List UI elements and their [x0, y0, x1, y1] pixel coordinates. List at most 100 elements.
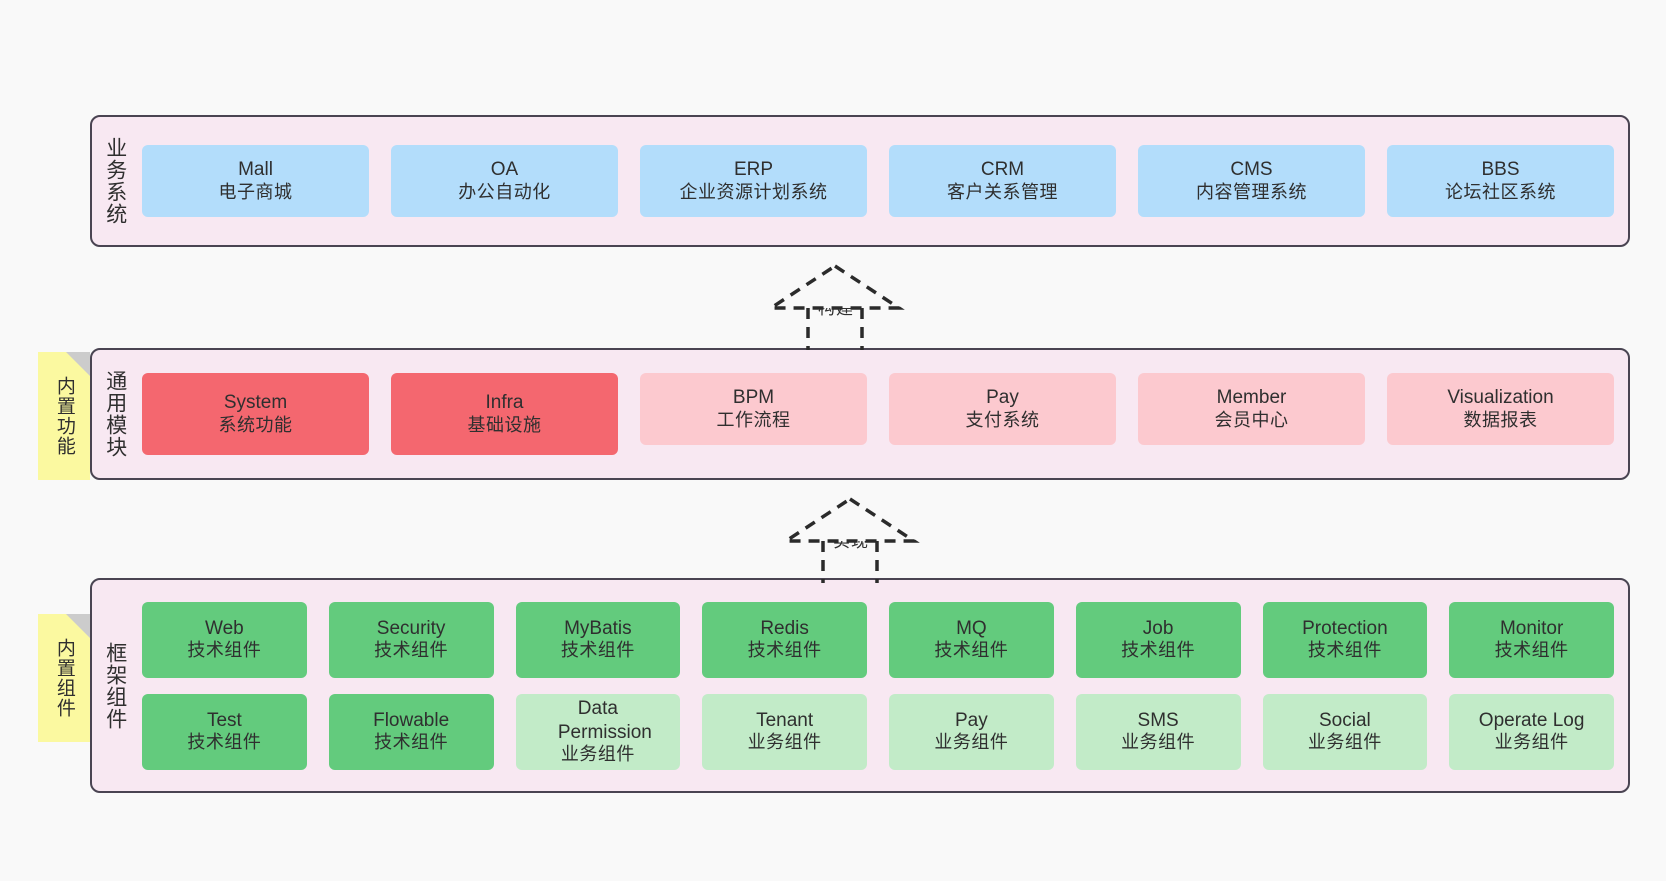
module-desc: 会员中心: [1214, 409, 1289, 430]
module-desc: 技术组件: [374, 640, 449, 661]
module-name: Social: [1319, 709, 1371, 731]
module-desc: 系统功能: [218, 414, 293, 435]
connector-implement-shape: [780, 496, 920, 583]
module-name: Data Permission: [557, 698, 652, 743]
module-card-tenant[interactable]: Tenant 业务组件: [702, 693, 867, 770]
module-card-bbs[interactable]: BBS 论坛社区系统: [1387, 145, 1614, 217]
cell-row: Mall 电子商城 OA 办公自动化 ERP 企业资源计划系统 CRM 客户关系…: [142, 145, 1614, 217]
module-desc: 论坛社区系统: [1445, 181, 1556, 202]
module-desc: 业务组件: [560, 743, 635, 764]
module-name: SMS: [1137, 709, 1179, 731]
module-card-mybatis[interactable]: MyBatis 技术组件: [515, 601, 681, 678]
cell-row: System 系统功能 Infra 基础设施 BPM 工作流程 Pay 支付系统…: [142, 373, 1614, 455]
module-desc: 技术组件: [1307, 640, 1382, 661]
module-card-pay-business[interactable]: Pay 业务组件: [889, 693, 1054, 770]
module-desc: 工作流程: [716, 409, 791, 430]
module-desc: 业务组件: [1494, 732, 1569, 753]
module-card-mq[interactable]: MQ 技术组件: [889, 601, 1054, 678]
module-card-oa[interactable]: OA 办公自动化: [391, 145, 618, 217]
module-name: Pay: [955, 709, 988, 731]
module-desc: 电子商城: [218, 181, 293, 202]
module-name: MyBatis: [564, 617, 632, 639]
module-name: Infra: [485, 392, 524, 414]
module-desc: 技术组件: [747, 640, 822, 661]
module-name: Security: [376, 617, 446, 639]
module-desc: 业务组件: [1307, 732, 1382, 753]
module-name: Tenant: [756, 709, 814, 731]
module-card-crm[interactable]: CRM 客户关系管理: [889, 145, 1116, 217]
module-card-social[interactable]: Social 业务组件: [1262, 693, 1428, 770]
module-card-member[interactable]: Member 会员中心: [1138, 373, 1365, 445]
module-desc: 数据报表: [1463, 409, 1538, 430]
module-desc: 基础设施: [467, 414, 542, 435]
module-name: Monitor: [1499, 617, 1564, 639]
module-name: Visualization: [1447, 387, 1554, 409]
module-desc: 技术组件: [187, 640, 262, 661]
module-desc: 技术组件: [1494, 640, 1569, 661]
module-desc: 技术组件: [934, 640, 1009, 661]
module-name: Test: [206, 709, 242, 731]
module-name: CRM: [980, 159, 1025, 181]
module-card-redis[interactable]: Redis 技术组件: [702, 601, 867, 678]
module-name: Job: [1142, 617, 1174, 639]
layer-body-business-system: Mall 电子商城 OA 办公自动化 ERP 企业资源计划系统 CRM 客户关系…: [138, 117, 1628, 245]
module-card-protection[interactable]: Protection 技术组件: [1262, 601, 1428, 678]
module-name: Web: [205, 617, 244, 639]
module-desc: 客户关系管理: [947, 181, 1058, 202]
sticky-note-label: 内置组件: [53, 638, 75, 718]
cell-row: Web 技术组件 Security 技术组件 MyBatis 技术组件 Redi…: [142, 601, 1614, 678]
module-card-visualization[interactable]: Visualization 数据报表: [1387, 373, 1614, 445]
module-desc: 支付系统: [965, 409, 1040, 430]
layer-body-framework-component: Web 技术组件 Security 技术组件 MyBatis 技术组件 Redi…: [138, 580, 1628, 791]
module-desc: 技术组件: [1121, 640, 1196, 661]
module-card-web[interactable]: Web 技术组件: [142, 601, 307, 678]
module-card-monitor[interactable]: Monitor 技术组件: [1449, 601, 1614, 678]
connector-implement: [775, 495, 925, 583]
module-desc: 办公自动化: [458, 181, 551, 202]
module-card-bpm[interactable]: BPM 工作流程: [640, 373, 867, 445]
module-name: OA: [490, 159, 519, 181]
layer-title-common-module: 通用模块: [103, 370, 127, 458]
cell-row: Test 技术组件 Flowable 技术组件 Data Permission …: [142, 693, 1614, 770]
module-card-sms[interactable]: SMS 业务组件: [1075, 693, 1241, 770]
layer-common-module: 通用模块 System 系统功能 Infra 基础设施 BPM 工作流程 Pay…: [90, 348, 1630, 480]
module-name: BBS: [1481, 159, 1520, 181]
sticky-fold-corner-icon: [66, 352, 90, 376]
module-card-infra[interactable]: Infra 基础设施: [391, 373, 618, 455]
module-card-data-permission[interactable]: Data Permission 业务组件: [515, 693, 681, 770]
module-desc: 内容管理系统: [1196, 181, 1307, 202]
module-name: System: [223, 392, 288, 414]
module-name: CMS: [1230, 159, 1273, 181]
sticky-note-builtin-function: 内置功能: [38, 352, 90, 480]
module-card-mall[interactable]: Mall 电子商城: [142, 145, 369, 217]
module-desc: 业务组件: [747, 732, 822, 753]
layer-title-framework-component: 框架组件: [103, 641, 127, 730]
module-card-job[interactable]: Job 技术组件: [1075, 601, 1241, 678]
module-card-security[interactable]: Security 技术组件: [328, 601, 494, 678]
module-card-pay[interactable]: Pay 支付系统: [889, 373, 1116, 445]
module-name: Member: [1216, 387, 1287, 409]
sticky-note-builtin-component: 内置组件: [38, 614, 90, 742]
module-card-test[interactable]: Test 技术组件: [142, 693, 307, 770]
module-name: Pay: [986, 387, 1019, 409]
module-desc: 技术组件: [374, 732, 449, 753]
module-name: ERP: [733, 159, 774, 181]
module-desc: 技术组件: [560, 640, 635, 661]
module-name: MQ: [956, 617, 987, 639]
sticky-note-label: 内置功能: [53, 376, 75, 456]
module-name: Flowable: [373, 709, 450, 731]
connector-build-shape: [765, 263, 905, 350]
layer-body-common-module: System 系统功能 Infra 基础设施 BPM 工作流程 Pay 支付系统…: [138, 350, 1628, 478]
module-card-system[interactable]: System 系统功能: [142, 373, 369, 455]
module-card-cms[interactable]: CMS 内容管理系统: [1138, 145, 1365, 217]
module-name: Redis: [760, 617, 809, 639]
module-card-erp[interactable]: ERP 企业资源计划系统: [640, 145, 867, 217]
module-name: Operate Log: [1478, 709, 1585, 731]
layer-business-system: 业务系统 Mall 电子商城 OA 办公自动化 ERP 企业资源计划系统 CRM…: [90, 115, 1630, 247]
module-name: BPM: [732, 387, 775, 409]
module-desc: 企业资源计划系统: [679, 181, 828, 202]
module-card-operate-log[interactable]: Operate Log 业务组件: [1449, 693, 1614, 770]
module-name: Mall: [238, 159, 273, 181]
module-card-flowable[interactable]: Flowable 技术组件: [328, 693, 494, 770]
